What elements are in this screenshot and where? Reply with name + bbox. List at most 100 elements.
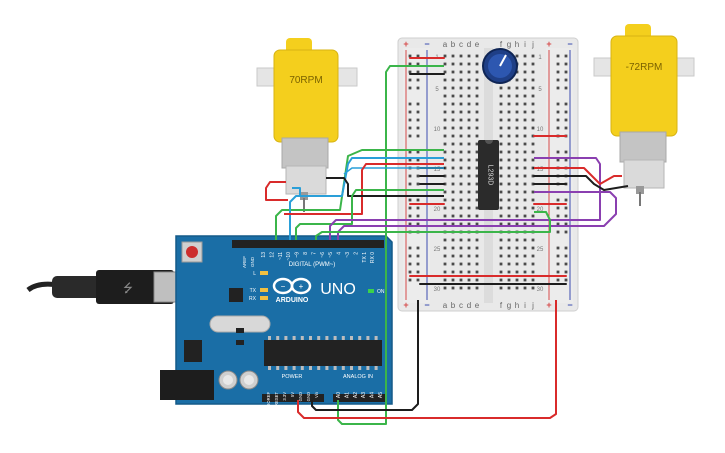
breadboard-hole[interactable] [408, 78, 412, 82]
breadboard-hole[interactable] [459, 206, 463, 210]
breadboard-hole[interactable] [531, 62, 535, 66]
breadboard-hole[interactable] [507, 86, 511, 90]
breadboard-hole[interactable] [459, 142, 463, 146]
breadboard-hole[interactable] [499, 246, 503, 250]
breadboard-hole[interactable] [531, 270, 535, 274]
breadboard-hole[interactable] [523, 86, 527, 90]
breadboard-hole[interactable] [408, 110, 412, 114]
breadboard-hole[interactable] [451, 198, 455, 202]
breadboard-hole[interactable] [475, 78, 479, 82]
breadboard-hole[interactable] [408, 118, 412, 122]
breadboard-hole[interactable] [515, 150, 519, 154]
breadboard-hole[interactable] [416, 110, 420, 114]
breadboard-hole[interactable] [475, 86, 479, 90]
breadboard-hole[interactable] [467, 70, 471, 74]
breadboard-hole[interactable] [556, 54, 560, 58]
breadboard-hole[interactable] [507, 166, 511, 170]
breadboard-hole[interactable] [475, 286, 479, 290]
breadboard-hole[interactable] [443, 190, 447, 194]
breadboard-hole[interactable] [531, 70, 535, 74]
breadboard-hole[interactable] [408, 126, 412, 130]
breadboard-hole[interactable] [451, 54, 455, 58]
breadboard-hole[interactable] [467, 262, 471, 266]
breadboard-hole[interactable] [467, 270, 471, 274]
breadboard-hole[interactable] [451, 222, 455, 226]
breadboard-hole[interactable] [408, 70, 412, 74]
breadboard-hole[interactable] [515, 198, 519, 202]
breadboard-hole[interactable] [475, 270, 479, 274]
breadboard-hole[interactable] [556, 126, 560, 130]
breadboard-hole[interactable] [416, 174, 420, 178]
breadboard-hole[interactable] [515, 70, 519, 74]
breadboard-hole[interactable] [523, 94, 527, 98]
breadboard-hole[interactable] [475, 150, 479, 154]
breadboard-hole[interactable] [507, 134, 511, 138]
breadboard-hole[interactable] [459, 174, 463, 178]
breadboard-hole[interactable] [556, 102, 560, 106]
breadboard-hole[interactable] [556, 198, 560, 202]
breadboard-hole[interactable] [556, 150, 560, 154]
breadboard-hole[interactable] [531, 86, 535, 90]
breadboard-hole[interactable] [556, 110, 560, 114]
breadboard-hole[interactable] [507, 206, 511, 210]
breadboard-hole[interactable] [515, 94, 519, 98]
breadboard-hole[interactable] [459, 286, 463, 290]
breadboard-hole[interactable] [475, 254, 479, 258]
breadboard-hole[interactable] [451, 78, 455, 82]
breadboard-hole[interactable] [556, 270, 560, 274]
breadboard-hole[interactable] [499, 166, 503, 170]
breadboard-hole[interactable] [467, 190, 471, 194]
breadboard-hole[interactable] [499, 214, 503, 218]
breadboard-hole[interactable] [408, 270, 412, 274]
breadboard-hole[interactable] [408, 134, 412, 138]
breadboard-hole[interactable] [515, 206, 519, 210]
breadboard-hole[interactable] [467, 118, 471, 122]
breadboard-hole[interactable] [515, 110, 519, 114]
breadboard-hole[interactable] [523, 142, 527, 146]
breadboard-hole[interactable] [459, 86, 463, 90]
breadboard-hole[interactable] [459, 270, 463, 274]
breadboard-hole[interactable] [556, 78, 560, 82]
breadboard-hole[interactable] [459, 150, 463, 154]
breadboard-hole[interactable] [408, 62, 412, 66]
breadboard-hole[interactable] [475, 102, 479, 106]
breadboard-hole[interactable] [523, 254, 527, 258]
breadboard-hole[interactable] [556, 246, 560, 250]
breadboard-hole[interactable] [564, 270, 568, 274]
breadboard-hole[interactable] [459, 126, 463, 130]
breadboard-hole[interactable] [475, 158, 479, 162]
breadboard-hole[interactable] [499, 118, 503, 122]
breadboard-hole[interactable] [467, 238, 471, 242]
breadboard-hole[interactable] [451, 270, 455, 274]
breadboard-hole[interactable] [467, 254, 471, 258]
breadboard-hole[interactable] [475, 238, 479, 242]
breadboard-hole[interactable] [408, 182, 412, 186]
breadboard-hole[interactable] [556, 230, 560, 234]
breadboard-hole[interactable] [475, 174, 479, 178]
breadboard-hole[interactable] [408, 278, 412, 282]
breadboard-hole[interactable] [507, 174, 511, 178]
breadboard-hole[interactable] [499, 222, 503, 226]
breadboard-hole[interactable] [467, 246, 471, 250]
breadboard-hole[interactable] [499, 198, 503, 202]
breadboard-hole[interactable] [507, 238, 511, 242]
breadboard-hole[interactable] [459, 94, 463, 98]
breadboard-hole[interactable] [499, 94, 503, 98]
breadboard-hole[interactable] [467, 54, 471, 58]
breadboard-hole[interactable] [499, 142, 503, 146]
breadboard-hole[interactable] [515, 166, 519, 170]
breadboard-hole[interactable] [467, 94, 471, 98]
breadboard-hole[interactable] [475, 262, 479, 266]
breadboard-hole[interactable] [451, 102, 455, 106]
breadboard-hole[interactable] [451, 278, 455, 282]
breadboard-hole[interactable] [451, 70, 455, 74]
breadboard-hole[interactable] [507, 254, 511, 258]
breadboard-hole[interactable] [451, 190, 455, 194]
breadboard-hole[interactable] [531, 214, 535, 218]
breadboard-hole[interactable] [515, 134, 519, 138]
breadboard-hole[interactable] [467, 222, 471, 226]
breadboard-hole[interactable] [443, 126, 447, 130]
breadboard-hole[interactable] [523, 118, 527, 122]
breadboard-hole[interactable] [507, 150, 511, 154]
